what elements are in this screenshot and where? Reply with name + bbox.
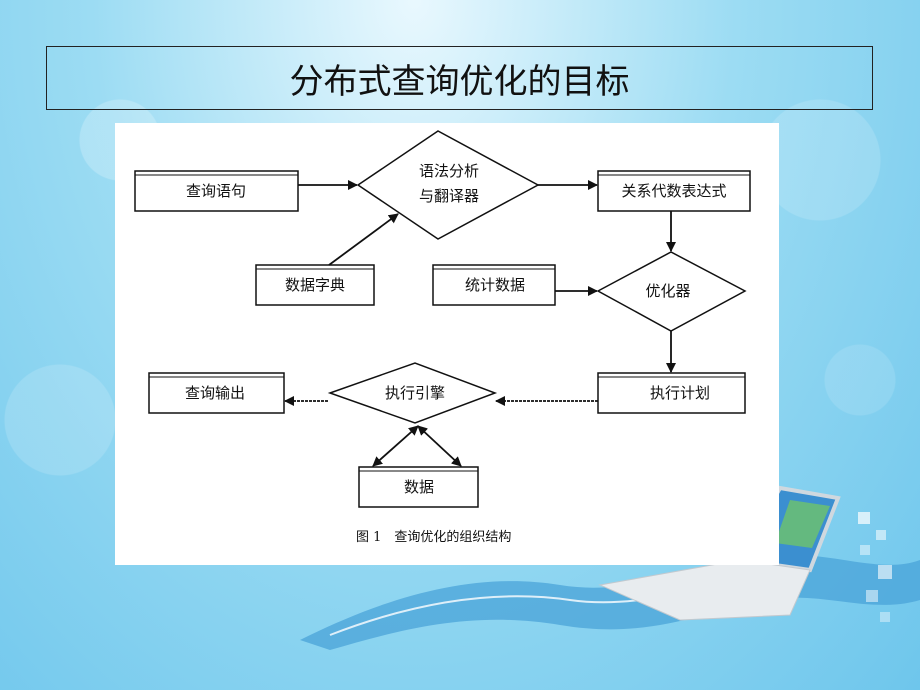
node-optimizer-label: 优化器 xyxy=(645,282,690,300)
node-parser: 语法分析 与翻译器 xyxy=(356,130,540,240)
pixel-square xyxy=(878,565,892,579)
pixel-square xyxy=(858,512,870,524)
node-data-dictionary: 数据字典 xyxy=(255,264,375,306)
node-data-label: 数据 xyxy=(404,478,434,496)
node-query-output: 查询输出 xyxy=(148,372,285,414)
node-statistics: 统计数据 xyxy=(432,264,556,306)
node-parser-label-line2: 与翻译器 xyxy=(419,187,479,205)
node-relational-expression: 关系代数表达式 xyxy=(597,170,751,212)
node-query-statement-label: 查询语句 xyxy=(186,182,246,200)
pixel-square xyxy=(876,530,886,540)
laptop-screen-leaf xyxy=(775,500,830,548)
node-execution-engine-label: 执行引擎 xyxy=(385,384,445,402)
node-query-output-label: 查询输出 xyxy=(185,384,245,402)
edge-engine-data-right xyxy=(417,425,462,467)
node-data: 数据 xyxy=(358,466,479,508)
node-execution-plan-label: 执行计划 xyxy=(650,384,710,402)
edge-engine-data-left xyxy=(372,425,419,467)
figure-caption: 图 1 查询优化的组织结构 xyxy=(356,529,511,545)
pixel-square xyxy=(866,590,878,602)
node-relational-expression-label: 关系代数表达式 xyxy=(621,182,726,200)
flowchart-figure: 查询语句 语法分析 与翻译器 关系代数表达式 数据字典 统计数据 xyxy=(115,123,779,565)
node-optimizer: 优化器 xyxy=(596,251,747,332)
node-data-dictionary-label: 数据字典 xyxy=(285,276,345,294)
pixel-square xyxy=(860,545,870,555)
edge-dictionary-to-parser xyxy=(328,213,399,266)
node-parser-label-line1: 语法分析 xyxy=(419,162,479,180)
pixel-square xyxy=(880,612,890,622)
node-execution-plan: 执行计划 xyxy=(597,372,746,414)
node-execution-engine: 执行引擎 xyxy=(327,362,498,424)
slide-title: 分布式查询优化的目标 xyxy=(46,46,873,110)
flowchart-svg: 查询语句 语法分析 与翻译器 关系代数表达式 数据字典 统计数据 xyxy=(134,130,751,545)
node-statistics-label: 统计数据 xyxy=(465,276,525,294)
node-query-statement: 查询语句 xyxy=(134,170,299,212)
